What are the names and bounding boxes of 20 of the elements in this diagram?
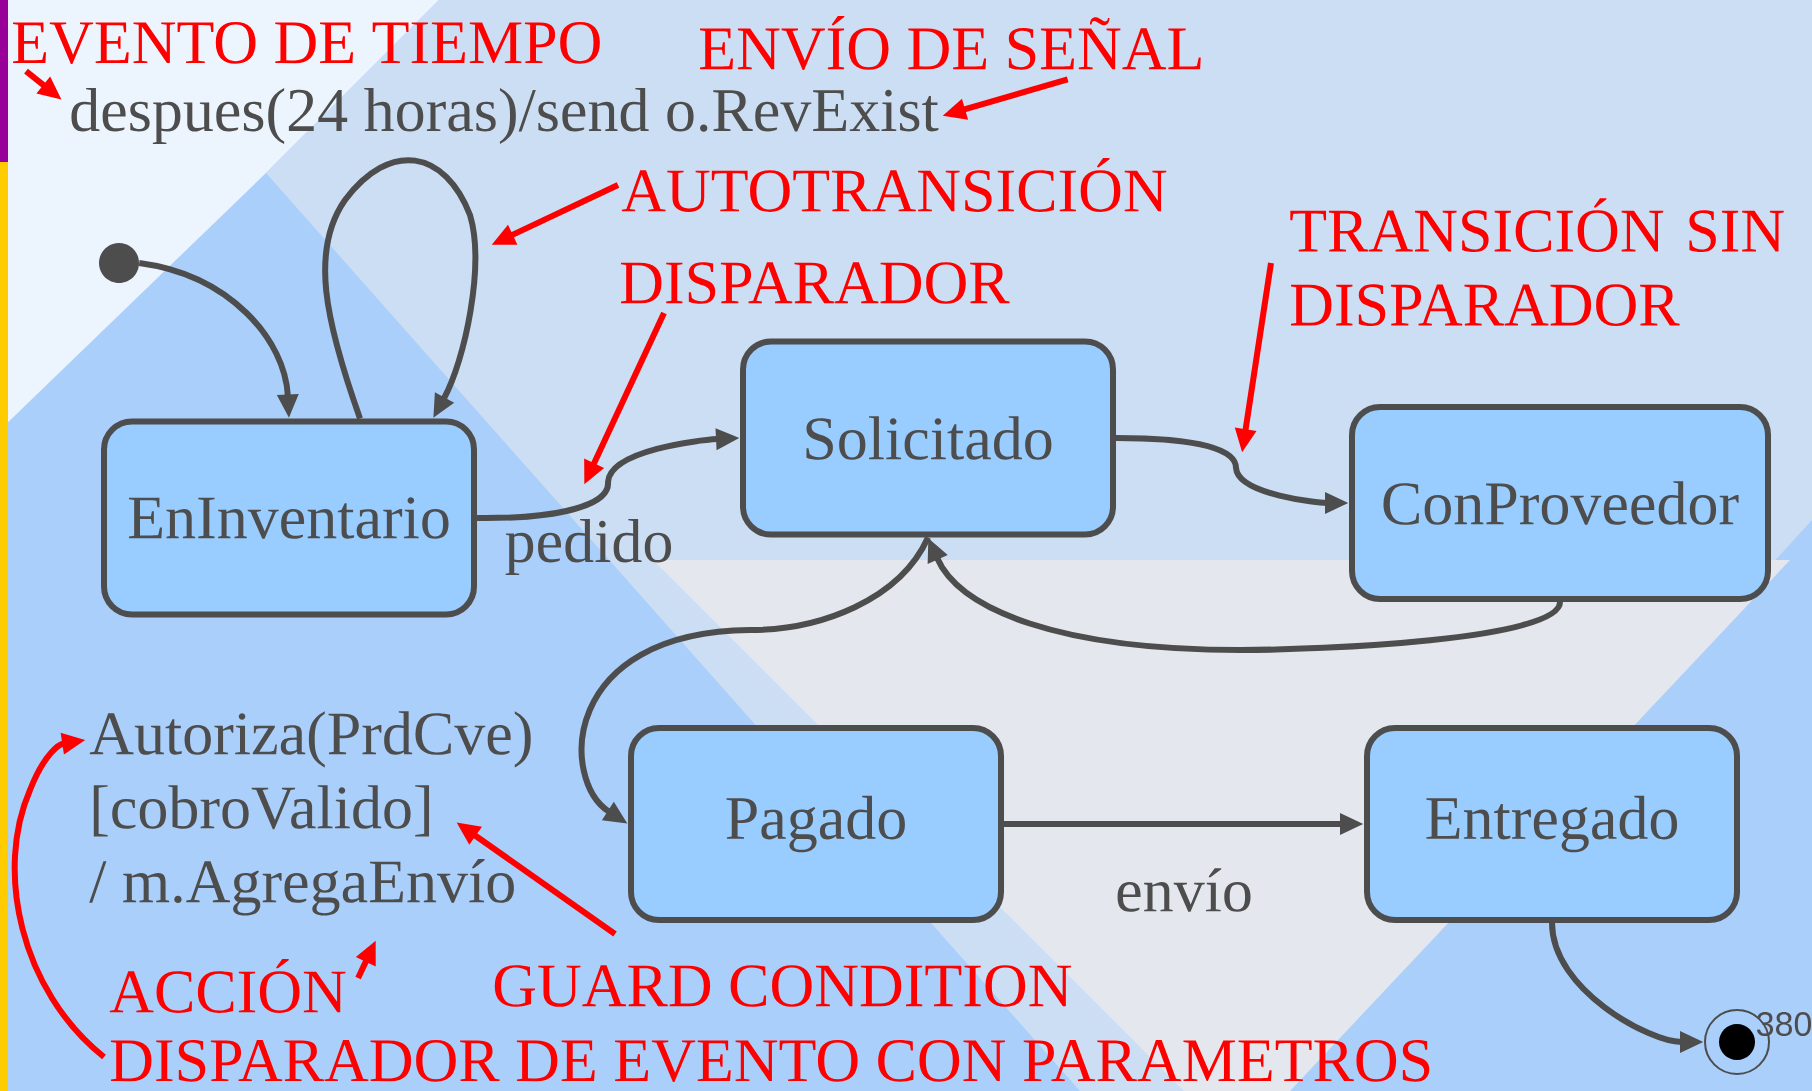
initial-state-dot (99, 243, 139, 283)
state-box: ConProveedor (1349, 404, 1771, 602)
state-box: Solicitado (740, 338, 1116, 538)
transition-arrow (322, 157, 479, 420)
annotation-text: DISPARADOR (621, 262, 1010, 304)
annotation-text: TRANSICIÓN SIN DISPARADOR (1290, 198, 1784, 327)
edge-label: pedido (505, 518, 672, 576)
annotation-text: AUTOTRANSICIÓN (621, 158, 1167, 212)
state-box: Pagado (628, 725, 1004, 923)
transition-label: Autoriza(PrdCve) [cobroValido] / m.AgregaEnvío (89, 711, 531, 916)
annotation-text: ACCIÓN (109, 959, 346, 1013)
edge-label: envío (1117, 868, 1251, 912)
annotation-text: DISPARADOR DE EVENTO CON PARAMETROS (111, 1040, 1430, 1082)
state-box: EnInventario (101, 418, 477, 618)
transition-label: despues(24 horas)/send o.RevExist (71, 87, 939, 145)
annotation-text: EVENTO DE TIEMPO (13, 22, 600, 64)
annotation-text: GUARD CONDITION (494, 965, 1072, 1007)
state-box: Entregado (1364, 725, 1740, 923)
annotation-text: ENVÍO DE SEÑAL (700, 15, 1201, 71)
leader-arrow (11, 732, 106, 1060)
